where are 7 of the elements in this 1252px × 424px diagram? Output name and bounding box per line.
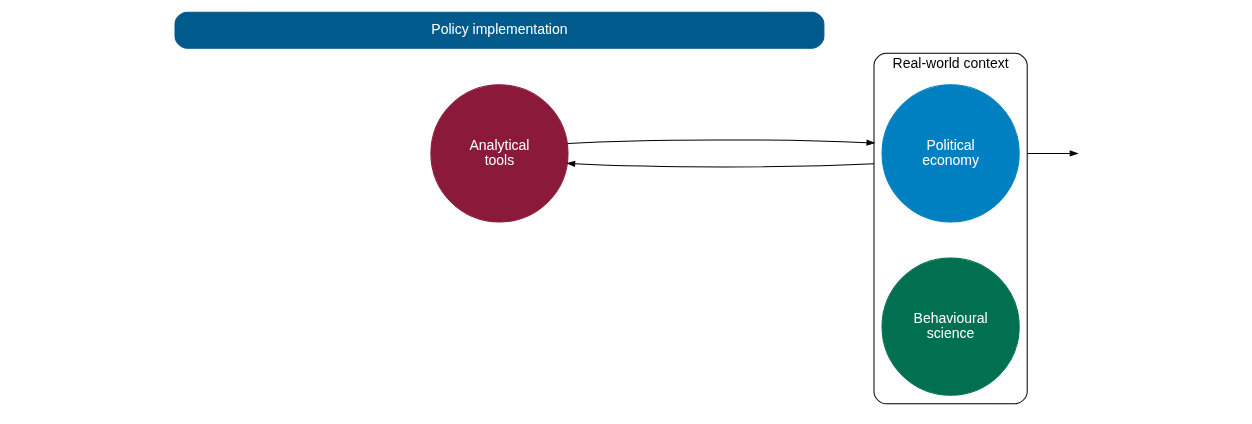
node-box: Policy implementation xyxy=(174,11,824,49)
node-circle: Political economy xyxy=(881,84,1020,223)
arrow xyxy=(566,160,874,168)
node-circle: Analytical tools xyxy=(429,84,569,223)
arrow xyxy=(566,139,874,146)
node-circle: Behavioural science xyxy=(881,257,1020,396)
arrow xyxy=(1026,150,1078,157)
